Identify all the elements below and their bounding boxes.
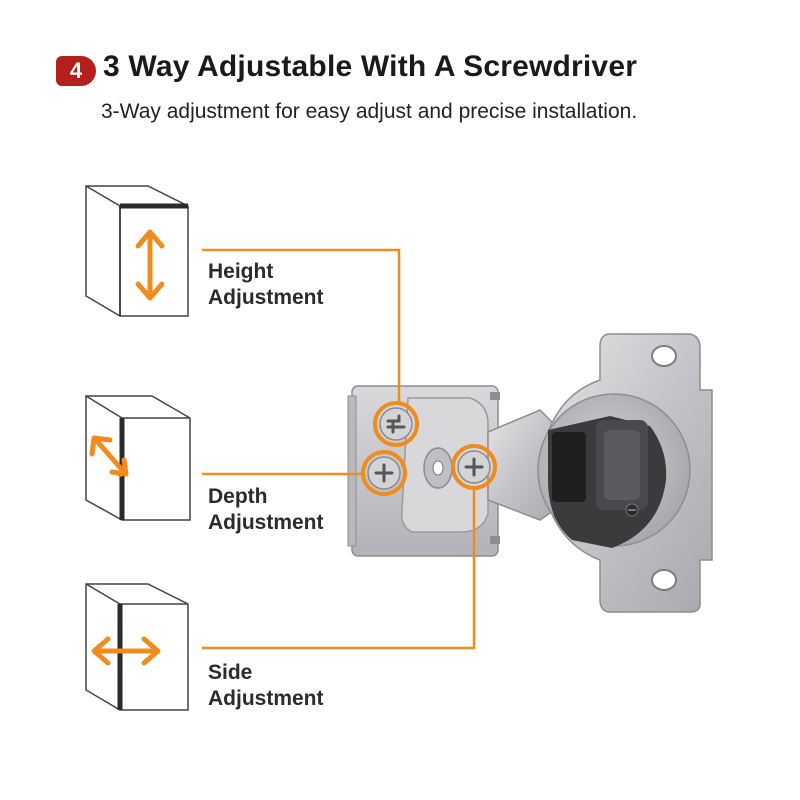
side-label-line2: Adjustment xyxy=(208,687,324,710)
depth-label-line1: Depth xyxy=(208,485,268,508)
side-leader-line xyxy=(202,488,476,650)
height-screw-highlight xyxy=(373,401,419,447)
step-number-badge: 4 xyxy=(56,56,96,86)
page-title: 3 Way Adjustable With A Screwdriver xyxy=(103,50,638,83)
depth-adjustment-label: Depth Adjustment xyxy=(208,484,324,536)
side-label-line1: Side xyxy=(208,661,253,684)
side-screw xyxy=(457,450,491,484)
depth-label-line2: Adjustment xyxy=(208,511,324,534)
height-label-line2: Adjustment xyxy=(208,286,324,309)
side-cabinet-icon xyxy=(85,583,189,711)
vertical-double-arrow-icon xyxy=(135,229,165,301)
depth-pivot-dot xyxy=(117,471,123,477)
depth-screw xyxy=(367,456,401,490)
depth-cabinet-icon xyxy=(85,395,191,521)
diagonal-double-arrow-icon xyxy=(89,435,129,477)
hinge-illustration xyxy=(347,333,713,613)
side-adjustment-label: Side Adjustment xyxy=(208,660,324,712)
height-leader-line xyxy=(202,248,401,404)
horizontal-double-arrow-icon xyxy=(91,636,161,666)
depth-screw-highlight xyxy=(361,450,407,496)
page-subtitle: 3-Way adjustment for easy adjust and pre… xyxy=(101,100,638,123)
height-label-line1: Height xyxy=(208,260,274,283)
height-adjustment-label: Height Adjustment xyxy=(208,259,324,311)
height-cabinet-icon xyxy=(85,185,189,317)
height-screw xyxy=(379,407,413,441)
